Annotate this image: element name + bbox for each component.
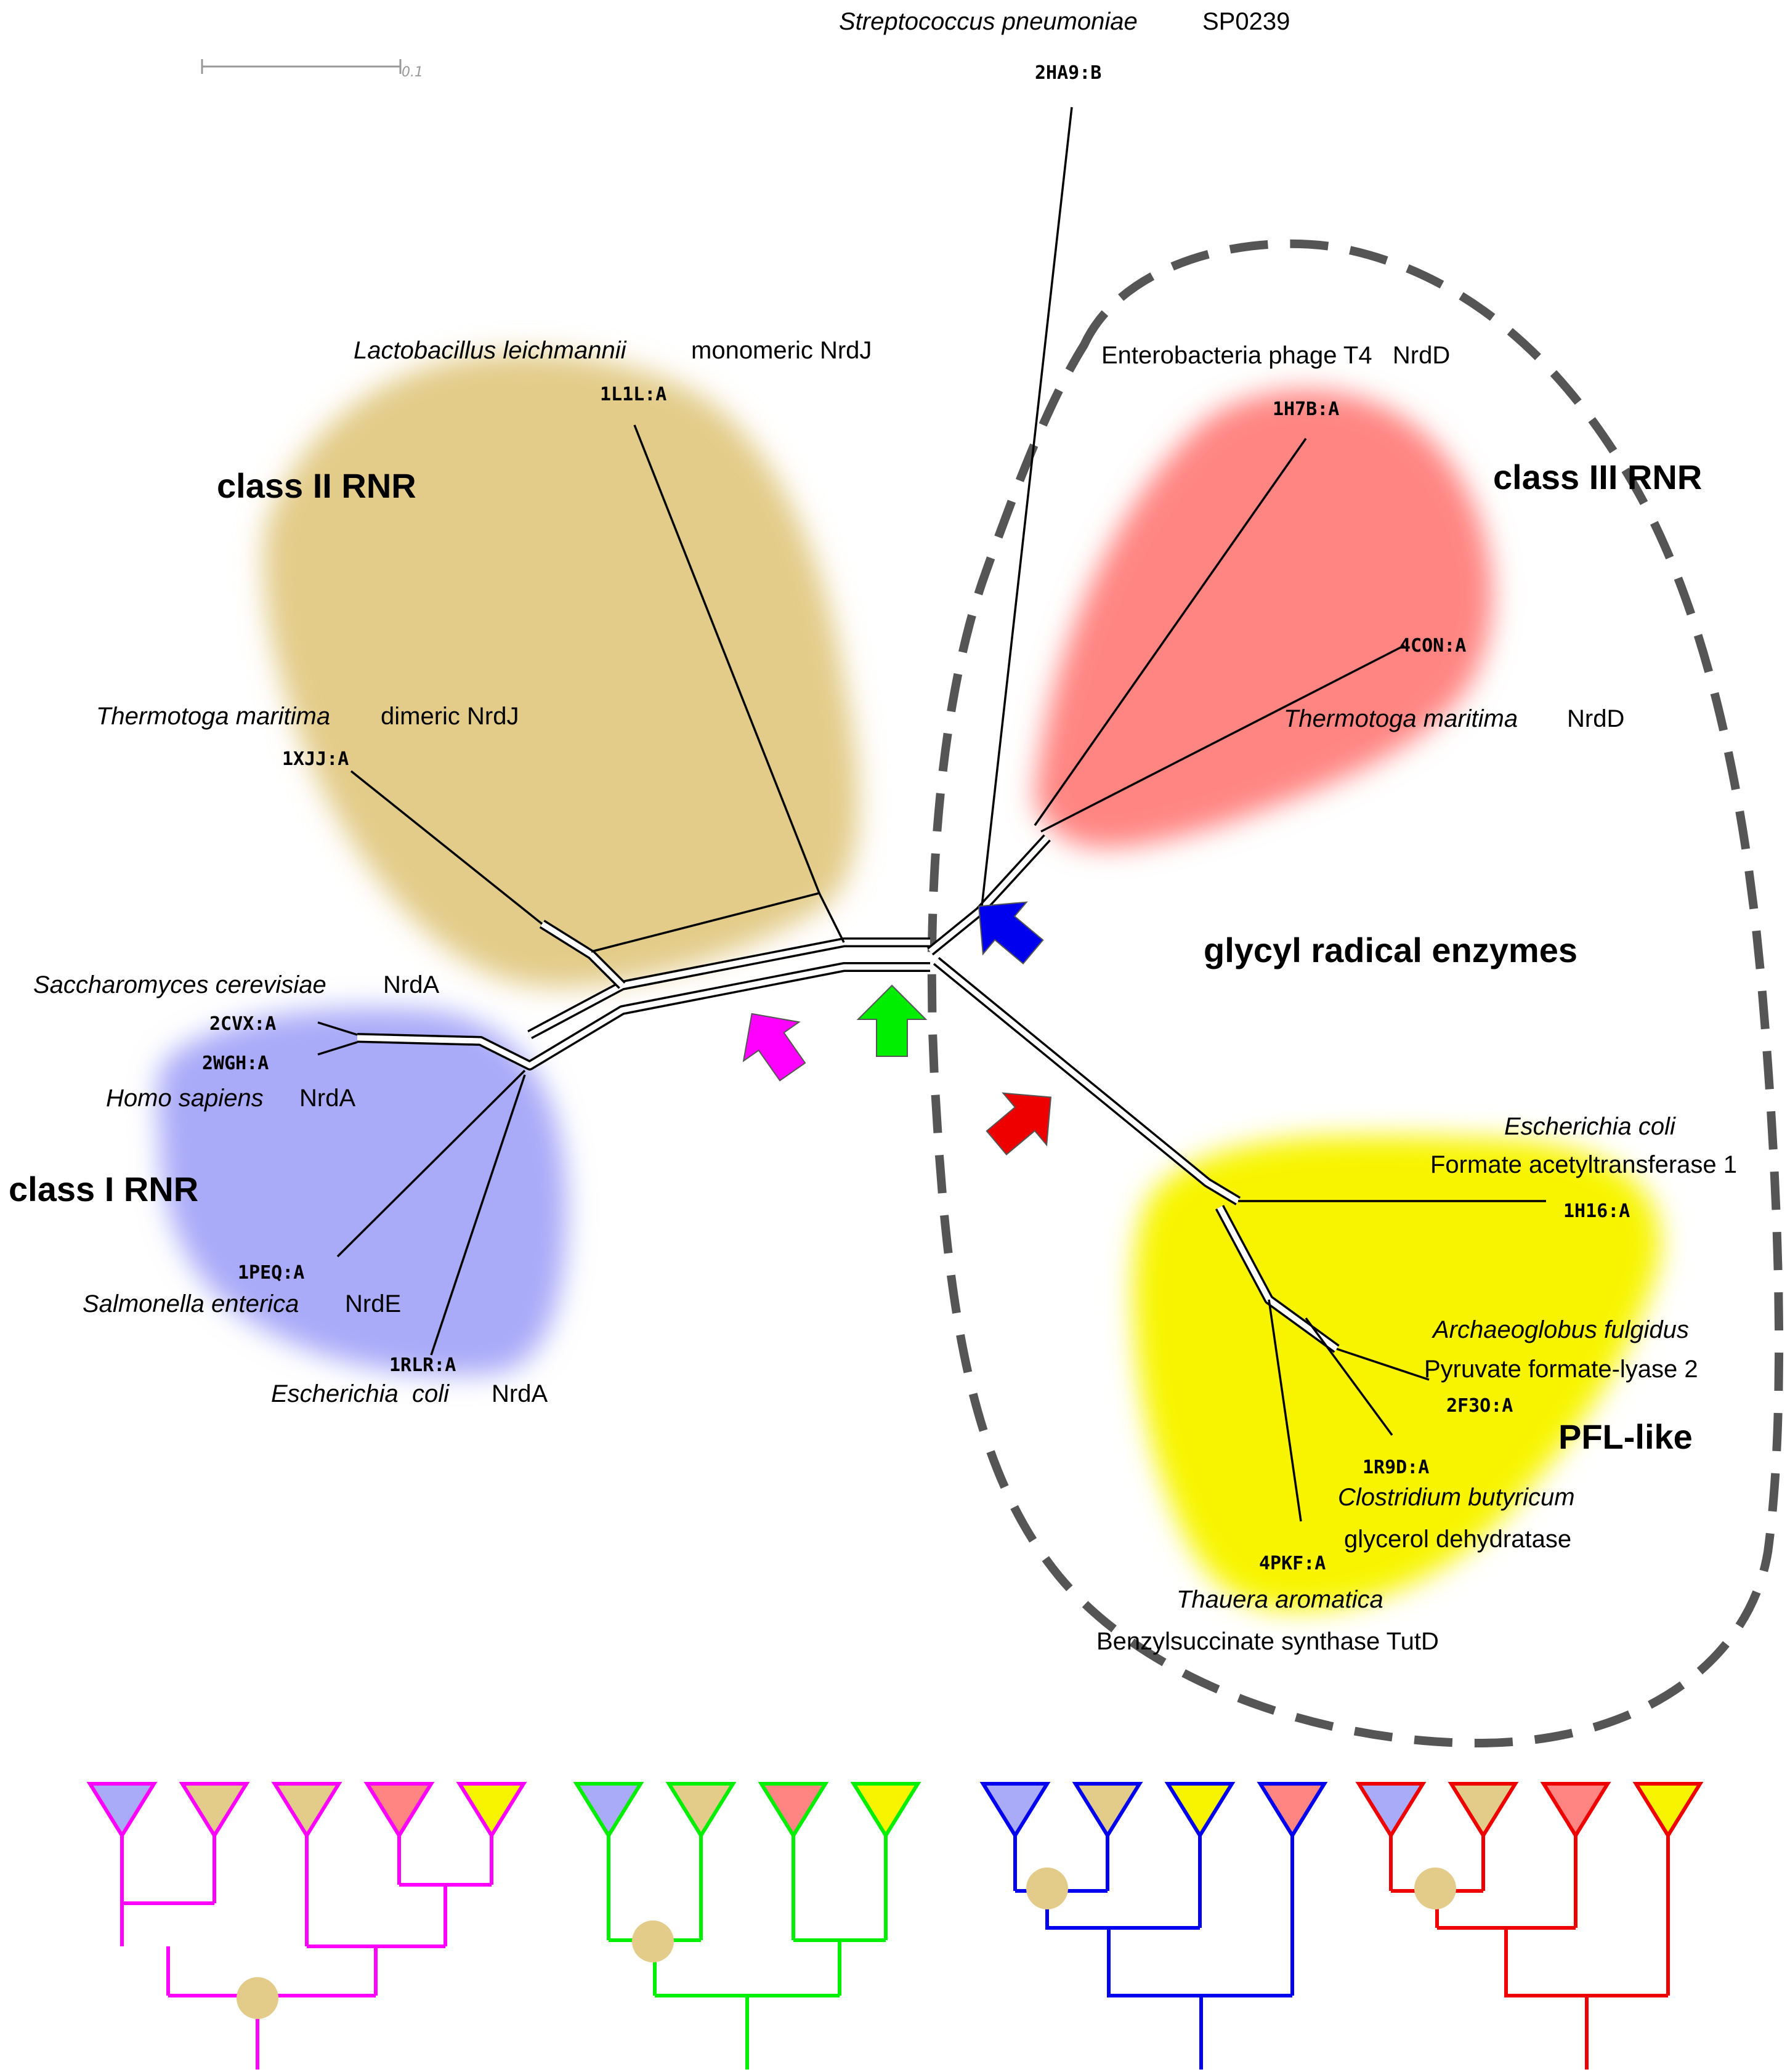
taxon-1rlr-desc: NrdA: [492, 1380, 548, 1407]
taxon-2wgh-desc: NrdA: [299, 1085, 355, 1112]
taxon-1h7b-id: 1H7B:A: [1273, 399, 1339, 420]
taxon-1peq-desc: NrdE: [345, 1290, 401, 1317]
taxon-2f3o-id: 2F3O:A: [1446, 1395, 1513, 1417]
class-ii-leaf-triangle: [1072, 1782, 1143, 1839]
taxon-4con-id: 4CON:A: [1399, 635, 1466, 657]
root-dot: [1026, 1868, 1068, 1909]
glycyl-radical-enzymes-outline: [927, 239, 1784, 1748]
taxon-2cvx-desc: NrdA: [383, 971, 439, 998]
taxon-1r9d-species: Clostridium butyricum: [1338, 1484, 1575, 1511]
class-i-region: [157, 1008, 567, 1375]
taxon-4pkf-species: Thauera aromatica: [1176, 1586, 1383, 1613]
root-dot: [1414, 1868, 1456, 1909]
pfl-like-leaf-triangle: [1164, 1782, 1236, 1839]
pfl-like-leaf-triangle: [850, 1782, 921, 1839]
class-ii-leaf-triangle: [1448, 1782, 1519, 1839]
taxon-4pkf-desc: Benzylsuccinate synthase TutD: [1096, 1628, 1439, 1655]
class-i-leaf-triangle: [1355, 1782, 1427, 1839]
taxon-1xjj-id: 1XJJ:A: [282, 748, 349, 770]
glycyl-radical-enzymes-title: glycyl radical enzymes: [1204, 931, 1577, 969]
taxon-2ha9-desc: SP0239: [1202, 8, 1290, 35]
class-iii-leaf-triangle: [1257, 1782, 1328, 1839]
taxon-1xjj-desc: dimeric NrdJ: [381, 703, 519, 730]
leaf-edges: [317, 107, 1546, 1522]
class-i-title: class I RNR: [9, 1170, 198, 1208]
taxon-1l1l-species: Lactobacillus leichmannii: [354, 337, 627, 364]
class-ii-leaf-triangle: [665, 1782, 737, 1839]
taxon-4con-species: Thermotoga maritima: [1284, 705, 1518, 732]
taxon-1peq-id: 1PEQ:A: [238, 1262, 304, 1284]
class-iii-title: class III RNR: [1493, 458, 1702, 496]
taxon-4con-desc: NrdD: [1567, 705, 1624, 732]
class-iii-leaf-triangle: [1540, 1782, 1611, 1839]
blue-topology-tree: [979, 1782, 1328, 2070]
taxon-1h16-species: Escherichia coli: [1504, 1113, 1676, 1140]
class-ii-region: [263, 352, 859, 988]
class-iii-leaf-triangle: [363, 1782, 435, 1839]
root-dot: [632, 1920, 674, 1962]
taxon-1h7b-desc: Enterobacteria phage T4 NrdD: [1101, 342, 1450, 369]
taxon-1l1l-id: 1L1L:A: [600, 384, 666, 405]
blue-arrow: [978, 901, 1044, 965]
root-dot: [237, 1977, 278, 2019]
class-i-leaf-triangle: [979, 1782, 1051, 1839]
magenta-topology-tree: [86, 1782, 527, 2070]
taxon-1r9d-id: 1R9D:A: [1363, 1457, 1429, 1478]
red-arrow: [986, 1092, 1052, 1155]
pfl-like-region: [1133, 1136, 1661, 1610]
class-i-leaf-triangle: [573, 1782, 644, 1839]
class-ii-leaf-triangle: [271, 1782, 342, 1839]
taxon-2ha9-id: 2HA9:B: [1035, 62, 1101, 84]
taxon-1l1l-desc: monomeric NrdJ: [691, 337, 872, 364]
pfl-like-leaf-triangle: [456, 1782, 527, 1839]
taxon-2f3o-desc: Pyruvate formate-lyase 2: [1424, 1356, 1698, 1383]
green-arrow: [856, 984, 928, 1057]
taxon-2cvx-species: Saccharomyces cerevisiae: [33, 971, 326, 998]
taxon-1rlr-species: Escherichia coli: [271, 1380, 450, 1407]
pfl-like-leaf-triangle: [1632, 1782, 1704, 1839]
class-ii-title: class II RNR: [217, 466, 416, 505]
taxon-1h16-desc: Formate acetyltransferase 1: [1430, 1151, 1737, 1178]
taxon-1r9d-desc: glycerol dehydratase: [1344, 1526, 1571, 1553]
class-iii-region: [1035, 390, 1492, 848]
scale-bar-label: 0.1: [402, 65, 423, 80]
class-i-leaf-triangle: [86, 1782, 158, 1839]
scale-bar: 0.1: [201, 59, 423, 80]
taxon-2ha9-species: Streptococcus pneumoniae: [839, 8, 1138, 35]
taxon-1h16-id: 1H16:A: [1563, 1200, 1630, 1222]
taxon-1rlr-id: 1RLR:A: [389, 1354, 456, 1376]
taxon-2cvx-id: 2CVX:A: [209, 1013, 276, 1035]
magenta-arrow: [742, 1013, 806, 1082]
class-ii-leaf-triangle: [179, 1782, 250, 1839]
taxon-2f3o-species: Archaeoglobus fulgidus: [1432, 1316, 1689, 1343]
class-iii-leaf-triangle: [758, 1782, 829, 1839]
taxon-1xjj-species: Thermotoga maritima: [96, 703, 330, 730]
red-topology-tree: [1355, 1782, 1704, 2070]
taxon-2wgh-id: 2WGH:A: [202, 1053, 269, 1074]
pfl-like-title: PFL-like: [1558, 1417, 1693, 1456]
green-topology-tree: [573, 1782, 921, 2070]
taxon-2wgh-species: Homo sapiens: [106, 1085, 264, 1112]
network-core: [357, 834, 1340, 1353]
taxon-1peq-species: Salmonella enterica: [83, 1290, 299, 1317]
taxon-4pkf-id: 4PKF:A: [1259, 1553, 1326, 1574]
